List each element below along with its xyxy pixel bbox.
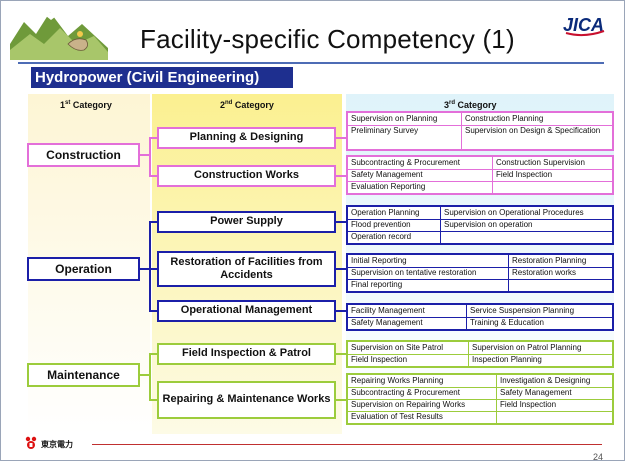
- table-cell: Field Inspection: [496, 399, 612, 411]
- table-cell: Safety Management: [496, 387, 612, 399]
- subcategory-planning-designing: Planning & Designing: [157, 127, 336, 149]
- table-cell: Initial Reporting: [351, 256, 407, 265]
- title-underline: [18, 62, 604, 64]
- table-row: Supervision on Repairing Works Field Ins…: [348, 399, 612, 412]
- detail-table-repairing: Repairing Works Planning Investigation &…: [346, 373, 614, 425]
- table-row: Field Inspection Inspection Planning: [348, 354, 612, 366]
- table-row: Supervision on Planning Construction Pla…: [348, 113, 612, 126]
- table-cell: [496, 411, 612, 423]
- subcategory-operational-management: Operational Management: [157, 300, 336, 322]
- table-cell: Supervision on Operational Procedures: [440, 207, 612, 219]
- table-row: Preliminary Survey Supervision on Design…: [348, 125, 612, 149]
- table-cell: Construction Planning: [461, 113, 612, 125]
- header-2nd-category: 2nd Category: [220, 100, 274, 110]
- detail-table-construction-works: Subcontracting & Procurement Constructio…: [346, 155, 614, 195]
- detail-table-planning: Supervision on Planning Construction Pla…: [346, 111, 614, 151]
- tepco-logo-icon: [25, 436, 37, 449]
- table-cell: Field Inspection: [492, 169, 612, 181]
- table-cell: Evaluation Reporting: [351, 182, 426, 191]
- table-cell: Safety Management: [351, 318, 423, 327]
- table-row: Safety Management Field Inspection: [348, 169, 612, 182]
- table-cell: Supervision on Patrol Planning: [468, 342, 612, 354]
- subcategory-repairing-maintenance: Repairing & Maintenance Works: [157, 381, 336, 419]
- header-1st-category: 1st Category: [60, 100, 112, 110]
- table-row: Supervision on tentative restoration Res…: [348, 267, 612, 280]
- table-cell: Service Suspension Planning: [466, 305, 612, 317]
- table-cell: Evaluation of Test Results: [351, 412, 443, 421]
- table-cell: Final reporting: [351, 280, 403, 289]
- table-cell: Operation record: [351, 232, 412, 241]
- table-row: Operation Planning Supervision on Operat…: [348, 207, 612, 220]
- subcategory-field-inspection-patrol: Field Inspection & Patrol: [157, 343, 336, 365]
- table-cell: Operation Planning: [351, 208, 420, 217]
- table-cell: Field Inspection: [351, 355, 408, 364]
- page-number: 24: [593, 452, 604, 462]
- detail-table-power-supply: Operation Planning Supervision on Operat…: [346, 205, 614, 245]
- table-cell: Inspection Planning: [468, 354, 612, 366]
- table-cell: Subcontracting & Procurement: [351, 158, 460, 167]
- table-cell: [492, 181, 612, 193]
- category-construction: Construction: [27, 143, 140, 167]
- table-cell: Supervision on Repairing Works: [351, 400, 466, 409]
- table-cell: Facility Management: [351, 306, 425, 315]
- table-row: Safety Management Training & Education: [348, 317, 612, 329]
- table-cell: Supervision on Planning: [351, 114, 438, 123]
- table-row: Final reporting: [348, 279, 612, 291]
- table-cell: [508, 279, 612, 291]
- table-row: Flood prevention Supervision on operatio…: [348, 219, 612, 232]
- table-cell: Restoration works: [508, 267, 612, 279]
- header-3rd-category: 3rd Category: [444, 100, 497, 110]
- footer-divider: [92, 444, 602, 445]
- table-cell: Supervision on Site Patrol: [351, 343, 444, 352]
- table-cell: Training & Education: [466, 317, 612, 329]
- table-cell: Repairing Works Planning: [351, 376, 444, 385]
- subcategory-power-supply: Power Supply: [157, 211, 336, 233]
- table-cell: Safety Management: [351, 170, 423, 179]
- table-cell: Subcontracting & Procurement: [351, 388, 460, 397]
- table-cell: Flood prevention: [351, 220, 411, 229]
- table-row: Subcontracting & Procurement Safety Mana…: [348, 387, 612, 400]
- table-row: Facility Management Service Suspension P…: [348, 305, 612, 318]
- table-cell: [440, 231, 612, 243]
- footer-company-name: 東京電力: [41, 440, 73, 449]
- table-row: Subcontracting & Procurement Constructio…: [348, 157, 612, 170]
- table-row: Initial Reporting Restoration Planning: [348, 255, 612, 268]
- table-cell: Investigation & Designing: [496, 375, 612, 387]
- subcategory-construction-works: Construction Works: [157, 165, 336, 187]
- detail-table-restoration: Initial Reporting Restoration Planning S…: [346, 253, 614, 293]
- table-cell: Construction Supervision: [492, 157, 612, 169]
- table-row: Evaluation of Test Results: [348, 411, 612, 423]
- category-operation: Operation: [27, 257, 140, 281]
- category-maintenance: Maintenance: [27, 363, 140, 387]
- subcategory-restoration: Restoration of Facilities from Accidents: [157, 251, 336, 287]
- detail-table-operational-management: Facility Management Service Suspension P…: [346, 303, 614, 331]
- table-cell: Restoration Planning: [508, 255, 612, 267]
- table-row: Supervision on Site Patrol Supervision o…: [348, 342, 612, 355]
- table-cell: Preliminary Survey: [351, 126, 419, 135]
- page-title: Facility-specific Competency (1): [140, 24, 515, 54]
- table-row: Operation record: [348, 231, 612, 243]
- mountains-illustration: [10, 12, 108, 60]
- jica-logo: JICA: [563, 15, 605, 37]
- table-cell: Supervision on tentative restoration: [351, 268, 477, 277]
- section-subtitle: Hydropower (Civil Engineering): [31, 67, 293, 88]
- table-row: Repairing Works Planning Investigation &…: [348, 375, 612, 388]
- table-cell: Supervision on Design & Specification: [461, 125, 612, 149]
- table-row: Evaluation Reporting: [348, 181, 612, 193]
- detail-table-field-inspection: Supervision on Site Patrol Supervision o…: [346, 340, 614, 368]
- table-cell: Supervision on operation: [440, 219, 612, 231]
- svg-text:JICA: JICA: [563, 15, 604, 35]
